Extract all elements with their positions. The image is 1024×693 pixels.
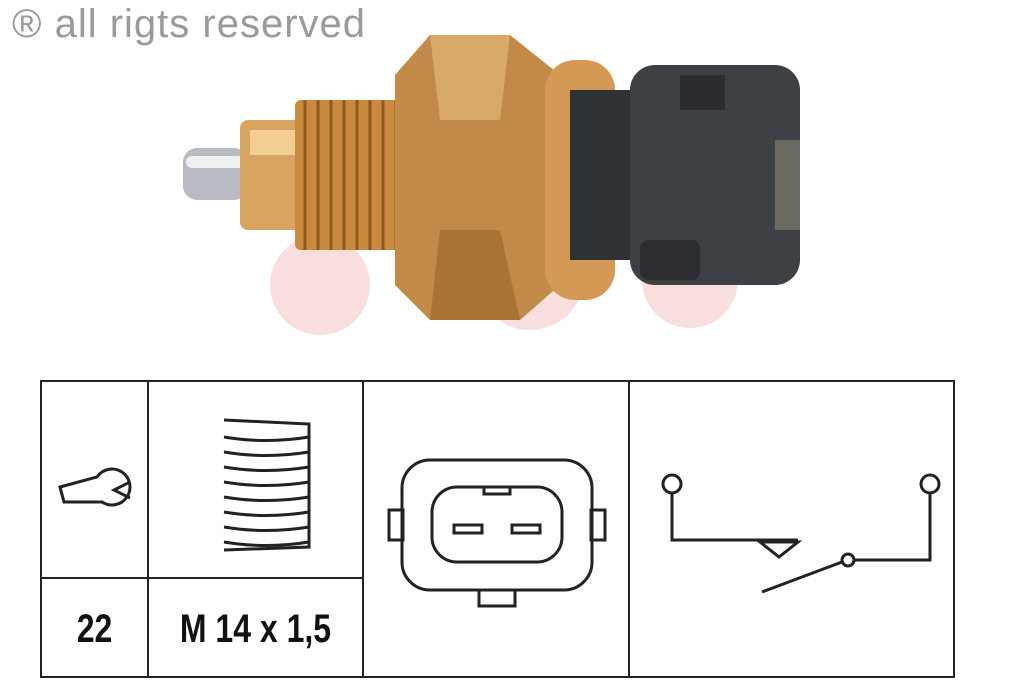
hex-nut <box>395 35 560 320</box>
connector-housing <box>570 65 800 285</box>
wrench-size-value: 22 <box>76 607 113 651</box>
thread-section <box>295 100 405 250</box>
switch-symbol-diagram <box>630 382 955 678</box>
wrench-icon <box>42 382 147 577</box>
sensor-product-image <box>183 35 800 335</box>
connector-diagram <box>364 382 628 678</box>
thread-icon <box>149 382 362 577</box>
spec-table: 22 M 14 x 1,5 <box>40 380 955 678</box>
thread-size-value: M 14 x 1,5 <box>179 607 332 651</box>
copyright-notice: ® all rigts reserved <box>12 2 367 46</box>
